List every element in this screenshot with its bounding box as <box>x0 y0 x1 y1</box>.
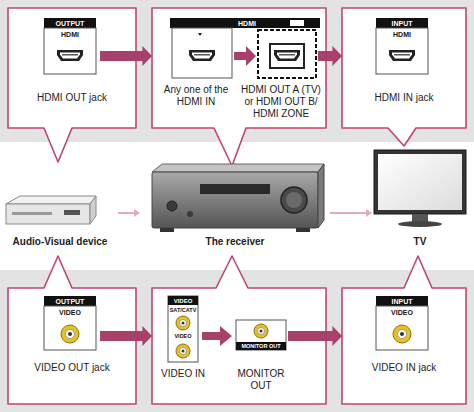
panel-label: VIDEO <box>376 309 428 316</box>
hdmi-out-panel <box>258 30 316 78</box>
input-tab <box>376 18 428 28</box>
panel-label: VIDEO <box>168 334 198 340</box>
jack-caption: VIDEO IN jack <box>342 362 466 374</box>
video-panel <box>168 296 198 362</box>
signal-arrow-stub <box>100 331 136 341</box>
jack-caption: HDMI OUT jack <box>8 92 136 104</box>
hdmi-strip <box>170 18 320 28</box>
marker <box>198 33 202 36</box>
av-device-drawing <box>6 196 96 224</box>
signal-arrow <box>326 326 342 346</box>
device-name: TV <box>372 236 468 248</box>
signal-arrow-stub <box>100 51 136 61</box>
signal-arrow <box>234 46 256 66</box>
panel-label: INPUT <box>376 298 428 305</box>
device-name: The receiver <box>140 236 330 248</box>
device-box: Audio-Visual device <box>2 192 118 252</box>
callout-outline <box>152 256 326 404</box>
callout-outline <box>8 8 136 162</box>
panel-label: HDMI <box>376 31 428 38</box>
receiver-hdmi-panel <box>170 18 326 78</box>
panel-label: INPUT <box>376 20 428 27</box>
signal-arrow-stub <box>318 51 326 61</box>
video-in-icon <box>376 296 428 350</box>
panel-label: OUTPUT <box>44 20 96 27</box>
signal-arrow <box>202 326 232 346</box>
output-tab <box>44 296 96 306</box>
4k-badge <box>290 20 304 26</box>
rca-jack <box>61 325 79 343</box>
device-box: The receiver <box>140 158 330 252</box>
hdmi-jack <box>189 50 215 61</box>
rca-jack <box>393 325 411 343</box>
callout-outline <box>342 256 466 404</box>
jack-caption: HDMI IN jack <box>342 92 466 104</box>
signal-arrow <box>326 46 342 66</box>
callout-outline <box>152 8 326 166</box>
signal-arrow <box>136 326 152 346</box>
callout-box: VIDEO IN MONITOR OUT <box>152 288 326 404</box>
jack-caption: VIDEO OUT jack <box>8 362 136 374</box>
hdmi-jack <box>274 50 300 61</box>
video-out-icon <box>44 296 136 350</box>
cable-line <box>330 209 372 217</box>
panel-label: MONITOR OUT <box>236 344 286 350</box>
signal-arrow <box>136 46 152 66</box>
jack-panel <box>376 28 428 74</box>
device-name: Audio-Visual device <box>2 236 118 248</box>
callout-outline <box>342 8 466 146</box>
output-tab <box>44 18 96 28</box>
panel-label: HDMI <box>44 31 96 38</box>
jack-panel <box>44 28 96 74</box>
hdmi-jack <box>389 50 415 61</box>
callout-box: VIDEO IN jack <box>342 288 466 404</box>
callout-box: VIDEO OUT jack <box>8 288 136 404</box>
hdmi-out-icon <box>44 18 136 74</box>
jack-caption: VIDEO IN <box>152 368 214 380</box>
hdmi-in-icon <box>376 18 428 74</box>
panel-label: SAT/CATV <box>168 308 198 314</box>
receiver-video-panel <box>168 296 326 362</box>
rca-jack <box>176 344 190 358</box>
hdmi-in-panel <box>172 28 232 78</box>
jack-caption: Any one of the HDMI IN <box>154 84 238 108</box>
receiver-drawing <box>152 164 324 232</box>
jack-panel <box>376 306 428 350</box>
device-box: TV <box>372 146 468 252</box>
panel-label: HDMI <box>222 20 272 27</box>
input-tab <box>376 296 428 306</box>
panel-label: OUTPUT <box>44 298 96 305</box>
signal-arrow-stub <box>288 331 326 341</box>
cable-line <box>118 209 140 217</box>
video-tab <box>168 296 198 305</box>
jack-caption: MONITOR OUT <box>231 368 291 392</box>
jack-highlight <box>270 44 304 68</box>
hdmi-jack <box>57 50 83 61</box>
panel-label: VIDEO <box>168 298 198 304</box>
callout-outline <box>8 256 136 404</box>
monitor-out-strip <box>236 342 286 350</box>
jack-caption: HDMI OUT A (TV) or HDMI OUT B/ HDMI ZONE <box>238 84 324 120</box>
tv-drawing <box>374 150 466 227</box>
panel-label: VIDEO <box>44 309 96 316</box>
rca-jack <box>176 316 190 330</box>
jack-panel <box>44 306 96 350</box>
rca-jack <box>254 324 268 338</box>
monitor-out-panel <box>236 320 286 350</box>
